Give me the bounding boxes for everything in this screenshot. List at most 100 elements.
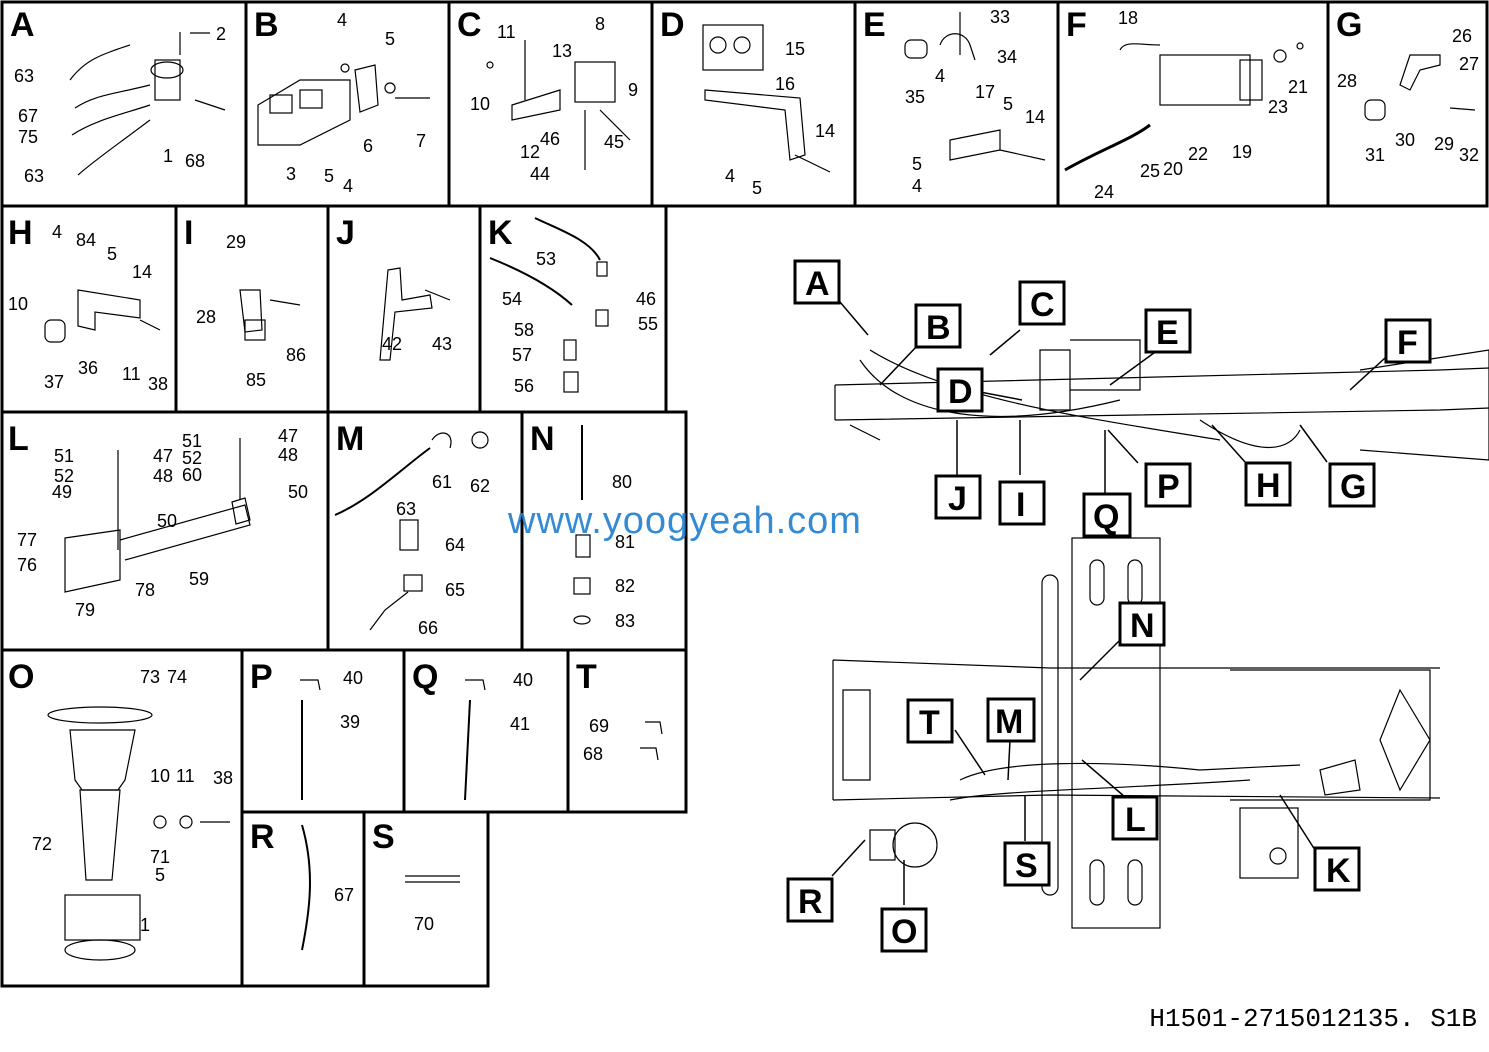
chassis-top-view bbox=[834, 339, 1489, 461]
panel-letter-b: B bbox=[254, 6, 279, 44]
part-label: 83 bbox=[615, 611, 635, 631]
panel-letter-e: E bbox=[863, 6, 886, 44]
part-label: 47 bbox=[153, 446, 173, 466]
panel-letter-m: M bbox=[336, 420, 364, 458]
panel-letter-j: J bbox=[336, 214, 355, 252]
part-label: 36 bbox=[78, 358, 98, 378]
part-label: 14 bbox=[815, 121, 835, 141]
part-label: 38 bbox=[148, 374, 168, 394]
callout-a: A bbox=[793, 259, 841, 305]
part-label: 12 bbox=[520, 142, 540, 162]
part-label: 67 bbox=[334, 885, 354, 905]
part-label: 67 bbox=[18, 106, 38, 126]
part-label: 75 bbox=[18, 127, 38, 147]
part-label: 5 bbox=[385, 29, 395, 49]
part-label: 30 bbox=[1395, 130, 1415, 150]
panel-letter-l: L bbox=[8, 420, 29, 458]
part-label: 4 bbox=[912, 176, 922, 196]
svg-text:F: F bbox=[1397, 324, 1418, 362]
callout-d: D bbox=[936, 367, 984, 413]
part-label: 51 bbox=[182, 431, 202, 451]
part-label: 50 bbox=[157, 511, 177, 531]
part-label: 4 bbox=[725, 166, 735, 186]
callout-leaders bbox=[831, 301, 1386, 905]
panel-o-drawing bbox=[47, 706, 230, 961]
panel-letter-h: H bbox=[8, 214, 33, 252]
part-label: 42 bbox=[382, 334, 402, 354]
panel-letter-f: F bbox=[1066, 6, 1087, 44]
part-label: 5 bbox=[1003, 94, 1013, 114]
panel-letter-c: C bbox=[457, 6, 482, 44]
part-label: 11 bbox=[497, 22, 516, 42]
part-label: 46 bbox=[636, 289, 656, 309]
part-label: 45 bbox=[604, 132, 624, 152]
panel-m-drawing bbox=[334, 431, 489, 631]
callout-e: E bbox=[1144, 308, 1192, 354]
svg-text:G: G bbox=[1340, 468, 1366, 506]
callout-s: S bbox=[1003, 841, 1051, 887]
part-label: 4 bbox=[337, 10, 347, 30]
part-label: 33 bbox=[990, 7, 1010, 27]
part-label: 22 bbox=[1188, 144, 1208, 164]
part-label: 14 bbox=[132, 262, 152, 282]
part-label: 10 bbox=[470, 94, 490, 114]
part-label: 80 bbox=[612, 472, 632, 492]
part-label: 63 bbox=[14, 66, 34, 86]
part-label: 20 bbox=[1163, 159, 1183, 179]
callout-j: J bbox=[934, 474, 982, 520]
part-label: 76 bbox=[17, 555, 37, 575]
part-label: 51 bbox=[54, 446, 74, 466]
chassis-bottom-view bbox=[832, 537, 1441, 929]
svg-text:Q: Q bbox=[1093, 498, 1119, 536]
part-label: 68 bbox=[185, 151, 205, 171]
part-label: 4 bbox=[52, 222, 62, 242]
part-label: 23 bbox=[1268, 97, 1288, 117]
part-label: 79 bbox=[75, 600, 95, 620]
part-label: 52 bbox=[182, 448, 202, 468]
callout-c: C bbox=[1018, 280, 1066, 326]
watermark-text: www.yoogyeah.com bbox=[508, 500, 862, 542]
part-label: 31 bbox=[1365, 145, 1385, 165]
callout-q: Q bbox=[1082, 492, 1132, 538]
part-label: 19 bbox=[1232, 142, 1252, 162]
callout-f: F bbox=[1384, 318, 1432, 364]
panel-letter-r: R bbox=[250, 818, 275, 856]
part-label: 64 bbox=[445, 535, 465, 555]
part-label: 48 bbox=[278, 445, 298, 465]
part-label: 69 bbox=[589, 716, 609, 736]
part-label: 81 bbox=[615, 532, 635, 552]
part-label: 24 bbox=[1094, 182, 1114, 202]
part-label: 37 bbox=[44, 372, 64, 392]
part-label: 21 bbox=[1288, 77, 1308, 97]
part-label: 40 bbox=[513, 670, 533, 690]
part-label: 1 bbox=[163, 146, 173, 166]
svg-text:N: N bbox=[1130, 607, 1155, 645]
part-label: 4 bbox=[935, 66, 945, 86]
svg-text:I: I bbox=[1016, 486, 1025, 524]
svg-text:B: B bbox=[926, 309, 951, 347]
part-label: 73 bbox=[140, 667, 160, 687]
part-label: 84 bbox=[76, 230, 96, 250]
part-label: 58 bbox=[514, 320, 534, 340]
part-label: 27 bbox=[1459, 54, 1479, 74]
part-label: 3 bbox=[286, 164, 296, 184]
part-label: 77 bbox=[17, 530, 37, 550]
part-label: 65 bbox=[445, 580, 465, 600]
part-label: 60 bbox=[182, 465, 202, 485]
svg-text:T: T bbox=[919, 704, 940, 742]
callout-m: M bbox=[986, 697, 1036, 743]
part-label: 32 bbox=[1459, 145, 1479, 165]
part-label: 2 bbox=[216, 24, 226, 44]
panel-letter-q: Q bbox=[412, 658, 438, 696]
part-label: 38 bbox=[213, 768, 233, 788]
svg-text:H: H bbox=[1256, 467, 1281, 505]
panel-p-drawing bbox=[300, 679, 321, 800]
part-label: 6 bbox=[363, 136, 373, 156]
panel-l-drawing bbox=[64, 438, 251, 593]
part-label: 48 bbox=[153, 466, 173, 486]
callout-h: H bbox=[1244, 461, 1292, 507]
svg-text:O: O bbox=[891, 913, 917, 951]
part-label: 15 bbox=[785, 39, 805, 59]
part-label: 61 bbox=[432, 472, 452, 492]
part-label: 63 bbox=[396, 499, 416, 519]
